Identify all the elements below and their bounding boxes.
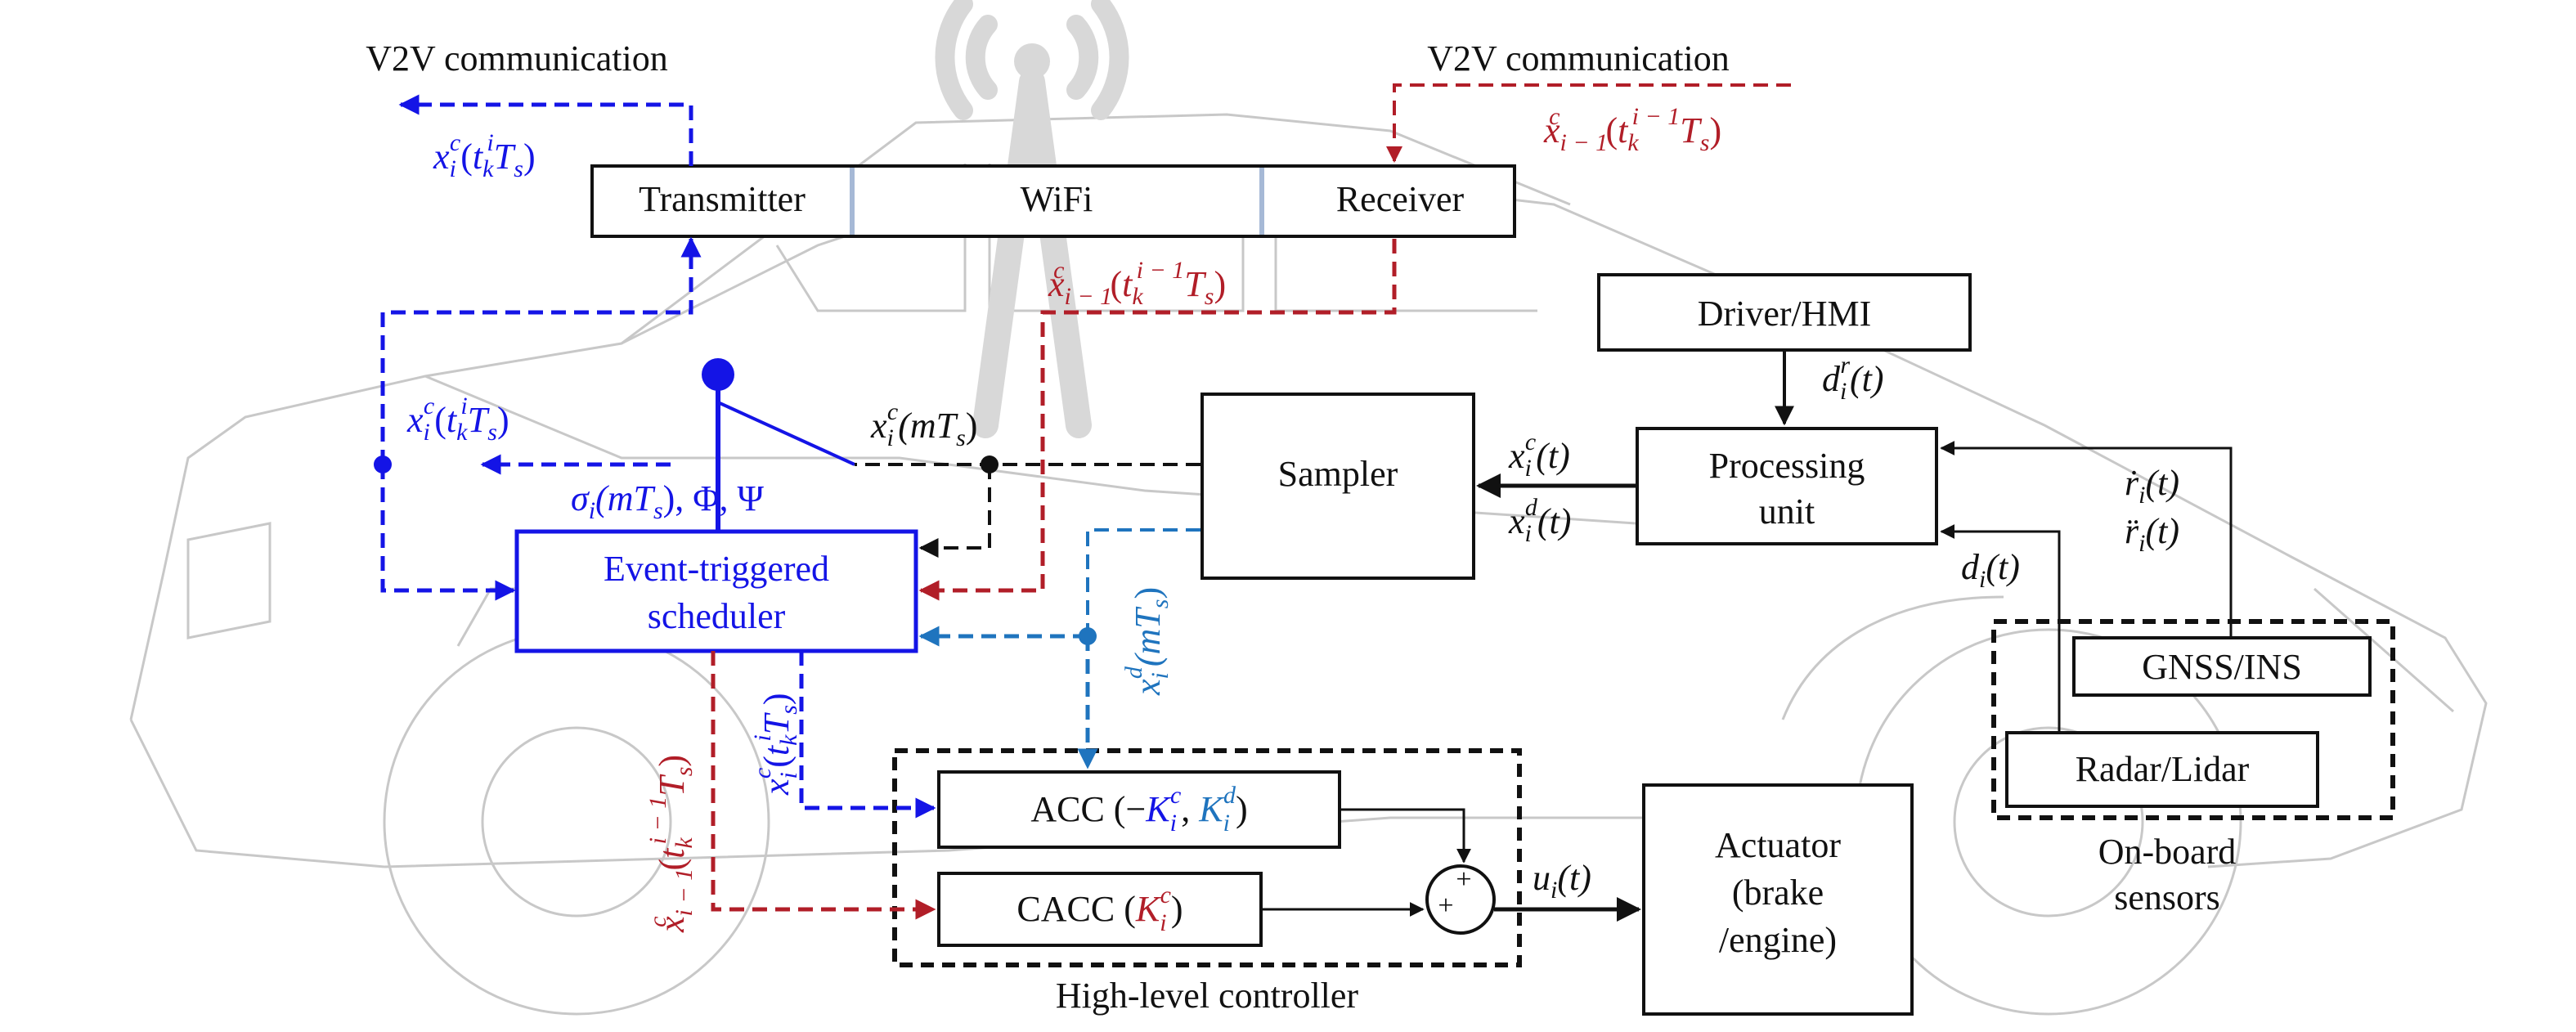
comm-bar: Transmitter WiFi Receiver <box>590 164 1516 238</box>
svg-text:+: + <box>1456 864 1471 895</box>
onboard-sensors-label-line1: On-board <box>2098 832 2237 872</box>
relative-velocity-label: ṙi(t) <box>2125 463 2179 509</box>
gnss-to-processing-arrow <box>1940 441 2233 638</box>
radar-lidar-label: Radar/Lidar <box>2076 749 2250 789</box>
sampler-block: Sampler <box>1200 393 1475 580</box>
v2v-right-label: V2V communication <box>1427 38 1729 79</box>
xc-t-label: xic(t) <box>1508 429 1570 482</box>
trigger-condition-label: σi(mTs), Φ, Ψ <box>571 478 764 524</box>
cacc-block <box>937 872 1263 947</box>
xc-mts-label: xic(mTs) <box>870 398 977 451</box>
sampler-teal-line <box>1086 528 1200 636</box>
scheduler-to-acc-arrow <box>799 651 936 819</box>
event-triggered-scheduler-block: Event-triggered scheduler <box>514 529 918 653</box>
processing-unit-label-line2: unit <box>1759 491 1815 532</box>
gnss-ins-block <box>2072 636 2372 697</box>
actuator-block: Actuator (brake /engine) <box>1642 783 1914 1016</box>
blue-junction-dot <box>374 455 392 473</box>
cacc-label: CACC (Kic) <box>1016 882 1183 936</box>
xd-t-label: xid(t) <box>1508 494 1571 547</box>
xc-prev-v2v-label: xi − 1c(tki − 1Ts) <box>1543 103 1721 156</box>
transmitter-label: Transmitter <box>639 179 806 219</box>
receiver-label: Receiver <box>1336 179 1465 219</box>
loop-to-transmitter-arrow <box>380 236 702 464</box>
xc-prev-rotated-label: xi − 1c(tki − 1Ts) <box>644 755 698 933</box>
sampler-label: Sampler <box>1278 454 1398 494</box>
onboard-sensors-group: GNSS/INS Radar/Lidar On-board sensors <box>1991 619 2395 918</box>
connections <box>374 83 2233 922</box>
high-level-controller-label: High-level controller <box>1056 976 1359 1016</box>
xc-prev-receiver-label: xi − 1c(tki − 1Ts) <box>1048 257 1226 310</box>
driver-hmi-block: Driver/HMI <box>1597 273 1972 352</box>
actuator-label-line3: /engine) <box>1719 920 1837 960</box>
receiver-to-scheduler-arrow <box>918 239 1397 601</box>
sampled-to-scheduler-arrow <box>918 464 991 558</box>
scheduler-to-cacc-arrow <box>711 651 936 920</box>
processing-unit-block: Processing unit <box>1636 427 1938 545</box>
loop-to-scheduler-arrow <box>380 464 516 601</box>
actuator-label-line2: (brake <box>1732 873 1824 913</box>
onboard-sensors-label-line2: sensors <box>2114 877 2220 918</box>
acc-label: ACC (−Kic, Kid) <box>1030 782 1247 837</box>
xc-tk-ts-rotated-label: xic(tkiTs) <box>749 693 802 796</box>
radar-lidar-block <box>2005 731 2319 808</box>
acc-block <box>937 770 1341 849</box>
processing-unit-label-line1: Processing <box>1709 446 1865 486</box>
v2v-left-label: V2V communication <box>366 38 667 79</box>
gnss-ins-label: GNSS/INS <box>2142 647 2302 687</box>
driver-demand-label: dir(t) <box>1822 352 1884 405</box>
xc-tk-ts-tx-label: xic(tkiTs) <box>433 129 536 182</box>
svg-text:+: + <box>1438 891 1453 921</box>
tx-to-v2v-arrow <box>398 94 693 166</box>
xd-mts-rotated-label: xid(mTs) <box>1120 587 1174 696</box>
driver-hmi-label: Driver/HMI <box>1698 294 1872 334</box>
control-input-label: ui(t) <box>1533 858 1591 904</box>
radar-to-processing-arrow <box>1940 524 2061 733</box>
wifi-label: WiFi <box>1021 179 1093 219</box>
scheduler-label-line2: scheduler <box>648 596 786 636</box>
summing-junction-icon: + + <box>1425 864 1496 935</box>
wifi-antenna-icon <box>935 0 1129 438</box>
xc-tk-ts-loop-label: xic(tkiTs) <box>406 393 509 446</box>
actuator-label-line1: Actuator <box>1715 825 1841 865</box>
scheduler-label-line1: Event-triggered <box>604 549 829 589</box>
high-level-controller-group: ACC (−Kic, Kid) CACC (Kic) High-level co… <box>892 748 1522 1016</box>
distance-label: di(t) <box>1961 547 2020 593</box>
event-trigger-switch-icon <box>702 358 855 532</box>
acc-to-sum-arrow <box>1340 808 1471 864</box>
receiver-input-arrow <box>1386 83 1791 163</box>
relative-acceleration-label: r̈i(t) <box>2125 511 2179 557</box>
teal-junction-dot <box>1079 627 1097 645</box>
